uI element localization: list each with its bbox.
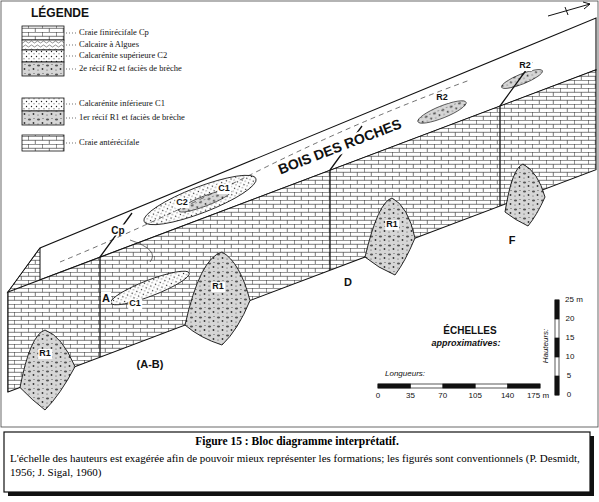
reef-mound — [365, 198, 415, 275]
scale-value: 20 — [565, 315, 576, 324]
north-arrowhead — [583, 2, 590, 9]
legend-leaders — [66, 33, 76, 143]
scale-value: 70 — [437, 392, 448, 401]
length-scale — [378, 384, 540, 388]
legend-swatches — [22, 26, 64, 151]
calcarenite-swatch — [22, 50, 64, 62]
scale-value: 105 — [468, 392, 483, 401]
reef-swatch — [22, 62, 64, 76]
formation-label: Cp — [110, 225, 125, 236]
north-tick — [565, 7, 568, 15]
north-line — [548, 4, 590, 16]
reef-label: R1 — [211, 282, 225, 292]
caption-box — [4, 432, 590, 492]
legend-text: Craie finirécifale Cp — [78, 28, 150, 37]
algae-swatch — [22, 40, 64, 50]
legend-text: Calcarénite supérieure C2 — [78, 51, 168, 60]
calcarenite-swatch — [22, 98, 64, 111]
chalk-swatch — [22, 26, 64, 40]
scale-segment — [508, 384, 540, 388]
scale-segment — [555, 338, 559, 357]
scale-heading: approximatives: — [430, 339, 501, 349]
scale-segment — [443, 384, 475, 388]
scale-name: Longueurs: — [384, 370, 426, 379]
figure-frame — [1, 1, 598, 427]
reef-label: R2 — [518, 61, 532, 71]
leader-line — [66, 33, 76, 143]
scale-value: 5 — [566, 372, 572, 381]
scale-value: 15 — [565, 334, 576, 343]
reef-label: R1 — [38, 349, 52, 359]
legend-text: Calcarénite inférieure C1 — [78, 99, 166, 108]
chalk-swatch — [22, 135, 64, 151]
legend-text: Craie antérécifale — [78, 138, 140, 147]
calcarenite-lens — [108, 265, 192, 310]
section-letter: A — [101, 292, 111, 304]
reef-mound — [20, 330, 75, 410]
reef-swatch — [22, 111, 64, 125]
formation-label: C2 — [175, 198, 189, 208]
section-letter: F — [508, 234, 517, 246]
scale-value: 0 — [566, 391, 572, 400]
scale-value: 0 — [375, 392, 381, 401]
reef-label: R2 — [435, 93, 449, 103]
scale-segment — [555, 376, 559, 395]
section-line — [100, 213, 132, 357]
scale-value: 35 — [405, 392, 416, 401]
scale-bar — [378, 384, 540, 388]
figure-title: Figure 15 : Bloc diagramme interprétatif… — [4, 435, 590, 447]
calcarenite-lens — [139, 166, 260, 233]
scale-value: 10 — [565, 353, 576, 362]
reef-mound — [505, 164, 545, 226]
scale-bar — [555, 300, 559, 395]
front-wall — [8, 70, 596, 392]
contact-line — [130, 240, 153, 262]
formation-label: C1 — [128, 299, 142, 309]
north-symbol — [548, 2, 590, 16]
scale-segment — [378, 384, 410, 388]
scale-value: 175 m — [526, 392, 550, 401]
legend-heading: LÉGENDE — [30, 7, 90, 20]
legend-text: Calcaire à Algues — [78, 40, 140, 49]
section-letter: D — [343, 276, 353, 288]
legend-text: 2e récif R2 et faciès de brèche — [78, 64, 183, 73]
scale-value: 25 m — [564, 296, 584, 305]
height-scale — [555, 300, 559, 395]
legend-text: 1er récif R1 et faciès de brèche — [78, 113, 186, 122]
reef-label: R1 — [385, 220, 399, 230]
figure-caption: L'échelle des hauteurs est exagérée afin… — [10, 452, 584, 480]
scale-segment — [555, 300, 559, 319]
reef-mound — [185, 252, 250, 345]
scale-name: Hauteurs: — [542, 328, 551, 365]
section-name: (A-B) — [136, 358, 165, 370]
scale-heading: ÉCHELLES — [442, 325, 497, 336]
formation-label: C1 — [217, 184, 231, 194]
scale-value: 140 — [500, 392, 515, 401]
